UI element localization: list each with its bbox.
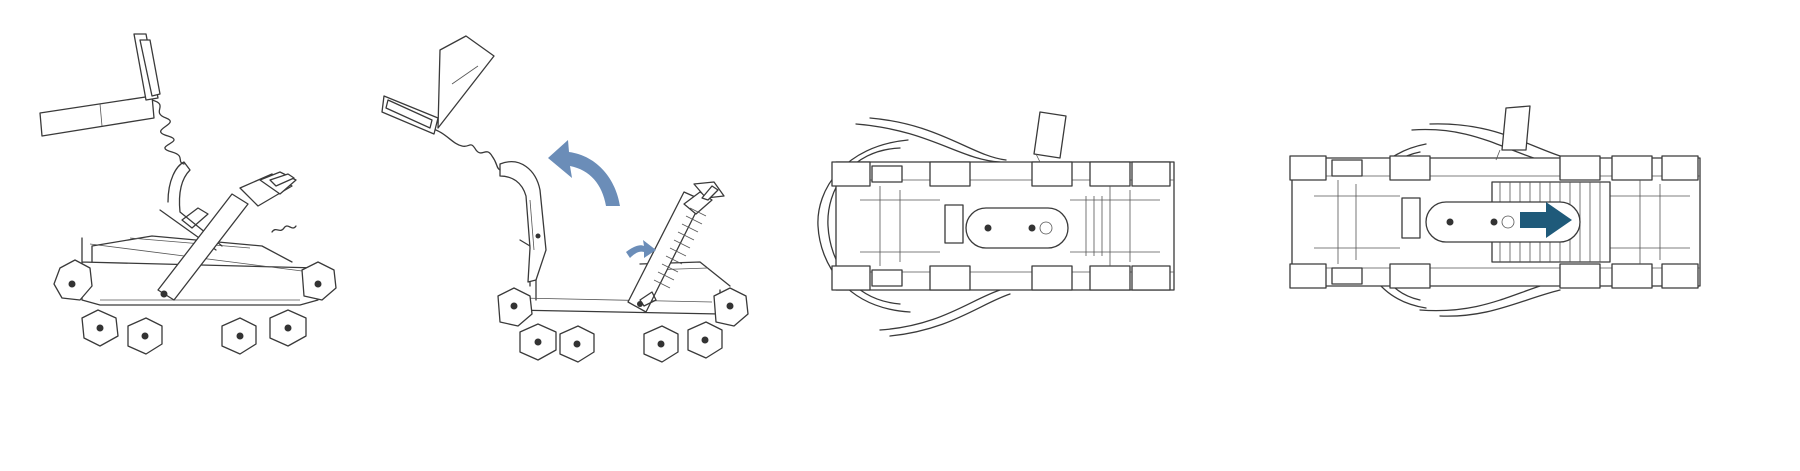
wheel-cluster-left [53, 259, 163, 355]
bottom-wheel-row-3 [831, 265, 1171, 291]
panel-3-top-view-folded [817, 111, 1175, 337]
panel-4-top-view-slide [1289, 105, 1701, 317]
panel-1-side-view-raised [39, 33, 337, 355]
slide-arrow [1520, 202, 1572, 238]
top-wheel-row-4 [1289, 155, 1699, 181]
ratchet-strap-1 [157, 171, 297, 301]
curved-arrow [548, 140, 620, 206]
panel-2-side-view-folding [381, 35, 749, 363]
small-arrow [626, 240, 656, 258]
phone-holder-1 [39, 33, 161, 137]
phone-holder-2 [381, 35, 495, 135]
wheel-cluster-left-2 [497, 287, 595, 363]
top-wheel-row-3 [831, 161, 1171, 187]
wheel-cluster-right-2 [643, 287, 749, 363]
bottom-wheel-row-4 [1289, 263, 1699, 289]
ratchet-strap-2 [627, 181, 725, 313]
wheel-cluster-right [221, 261, 337, 355]
